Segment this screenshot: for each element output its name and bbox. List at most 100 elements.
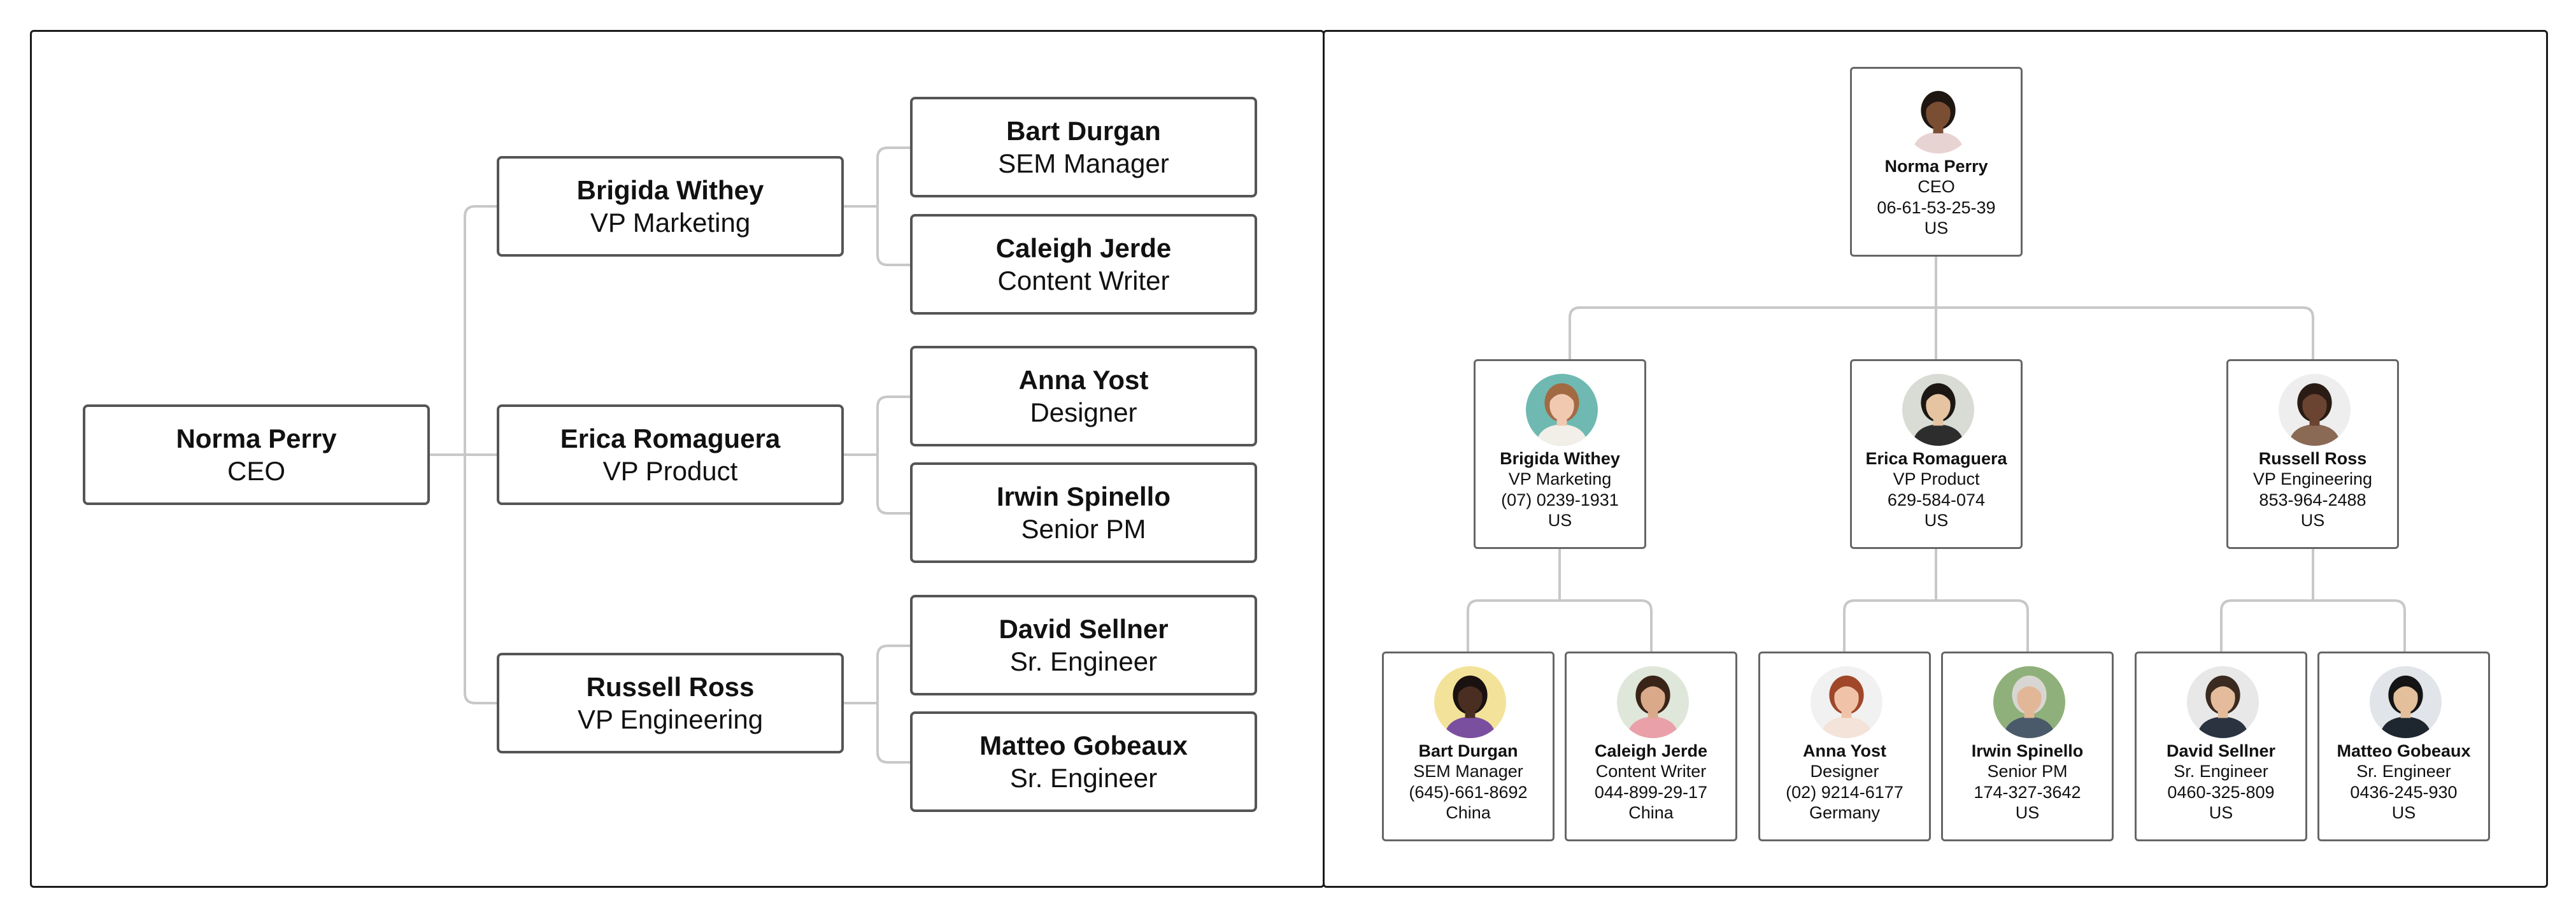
person-phone: 06-61-53-25-39 [1877, 197, 1996, 217]
tree-node-report[interactable]: Irwin Spinello Senior PM [910, 462, 1257, 563]
person-country: US [2015, 803, 2040, 823]
person-phone: 629-584-074 [1887, 490, 1986, 509]
tree-node-vp[interactable]: Russell Ross VP Engineering [497, 653, 844, 753]
person-name: Matteo Gobeaux [2337, 741, 2471, 760]
tree-node-name: Russell Ross [586, 671, 755, 702]
person-name: Irwin Spinello [1971, 741, 2084, 760]
avatar [1526, 374, 1598, 446]
tree-node-role: VP Product [602, 456, 738, 486]
avatar [1993, 666, 2065, 738]
tree-node-vp[interactable]: Brigida Withey VP Marketing [497, 156, 844, 257]
connector-engineering-reports [2220, 548, 2406, 652]
person-role: Senior PM [1987, 762, 2068, 781]
person-role: SEM Manager [1413, 762, 1523, 781]
avatar [1811, 666, 1882, 738]
person-role: CEO [1918, 177, 1955, 197]
person-country: US [1924, 511, 1949, 531]
avatar [1902, 374, 1974, 446]
connector-engineering-reports [844, 645, 911, 764]
tree-node-role: VP Marketing [590, 208, 751, 238]
tree-node-report[interactable]: Bart Durgan SEM Manager [910, 97, 1257, 197]
connector-product-reports [844, 395, 911, 515]
tree-node-name: Irwin Spinello [996, 481, 1171, 511]
person-phone: 0436-245-930 [2350, 782, 2458, 802]
person-country: China [1628, 803, 1674, 823]
tree-node-name: Brigida Withey [576, 175, 764, 205]
tree-node-report[interactable]: Matteo Gobeaux Sr. Engineer [910, 711, 1257, 812]
connector-product-reports [1843, 548, 2029, 652]
person-phone: 174-327-3642 [1974, 782, 2081, 802]
person-country: Germany [1809, 803, 1881, 823]
person-name: Caleigh Jerde [1594, 741, 1708, 760]
person-country: US [2391, 803, 2416, 823]
tree-node-name: Anna Yost [1018, 364, 1149, 395]
tree-node-role: Sr. Engineer [1009, 763, 1158, 793]
tree-node-vp[interactable]: Erica Romaguera VP Product [497, 404, 844, 505]
tree-node-role: SEM Manager [998, 148, 1169, 178]
person-phone: (07) 0239-1931 [1501, 490, 1619, 509]
person-role: VP Engineering [2252, 469, 2373, 489]
person-name: Bart Durgan [1418, 741, 1518, 760]
person-role: Content Writer [1595, 762, 1707, 781]
person-name: David Sellner [2166, 741, 2276, 760]
person-name: Russell Ross [2258, 449, 2367, 468]
person-name: Norma Perry [1884, 157, 1988, 176]
person-role: VP Marketing [1508, 469, 1612, 489]
person-role: Sr. Engineer [2174, 762, 2268, 781]
person-name: Erica Romaguera [1865, 449, 2007, 468]
person-country: US [2300, 511, 2325, 531]
connector-root-to-vps [1569, 255, 2314, 360]
avatar [2187, 666, 2259, 738]
tree-node-report[interactable]: David Sellner Sr. Engineer [910, 595, 1257, 695]
person-phone: 853-964-2488 [2259, 490, 2366, 509]
person-role: Designer [1810, 762, 1879, 781]
avatar [1617, 666, 1689, 738]
person-role: Sr. Engineer [2356, 762, 2451, 781]
tree-node-root[interactable]: Norma Perry CEO [83, 404, 430, 505]
tree-node-name: Bart Durgan [1006, 115, 1161, 146]
tree-node-report[interactable]: Caleigh Jerde Content Writer [910, 214, 1257, 315]
person-country: US [1924, 218, 1949, 238]
tree-node-role: VP Engineering [577, 704, 764, 734]
tree-node-role: Designer [1030, 397, 1137, 427]
connector-root-to-vps [430, 205, 497, 704]
person-name: Anna Yost [1802, 741, 1887, 760]
person-role: VP Product [1893, 469, 1980, 489]
person-country: US [2209, 803, 2233, 823]
tree-node-name: David Sellner [999, 613, 1169, 644]
tree-node-name: Norma Perry [176, 423, 337, 453]
tree-node-report[interactable]: Anna Yost Designer [910, 346, 1257, 446]
avatar [1434, 666, 1506, 738]
connector-marketing-reports [844, 146, 911, 266]
person-name: Brigida Withey [1500, 449, 1620, 468]
person-country: US [1548, 511, 1572, 531]
tree-node-name: Matteo Gobeaux [979, 730, 1188, 760]
person-phone: 0460-325-809 [2167, 782, 2275, 802]
tree-node-role: Senior PM [1021, 514, 1146, 544]
avatar [1902, 82, 1974, 153]
tree-node-name: Caleigh Jerde [995, 232, 1172, 263]
person-country: China [1446, 803, 1491, 823]
